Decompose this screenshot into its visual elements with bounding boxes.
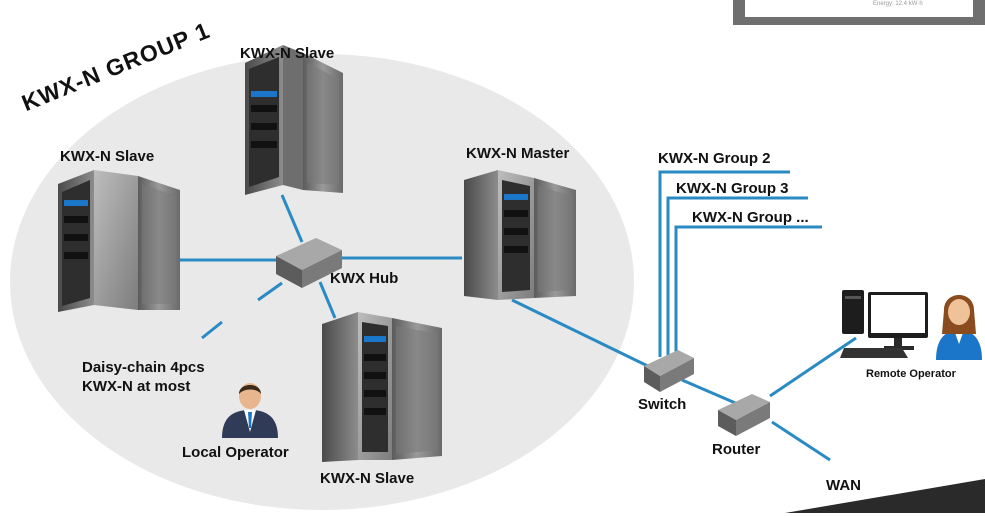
link-hub-bottom-slave xyxy=(318,281,337,319)
label-slave-left: KWX-N Slave xyxy=(60,148,155,165)
label-hub: KWX Hub xyxy=(330,270,399,287)
link-router-wan xyxy=(771,420,831,462)
link-top-slave-hub xyxy=(280,194,304,243)
label-wan: WAN xyxy=(826,477,861,494)
local-operator-icon xyxy=(222,383,278,438)
label-group-2: KWX-N Group 2 xyxy=(658,150,771,167)
label-slave-top: KWX-N Slave xyxy=(240,45,335,62)
server-rack-icon xyxy=(245,45,343,195)
label-switch: Switch xyxy=(638,396,687,413)
router-icon xyxy=(718,394,770,436)
link-group2 xyxy=(658,170,790,357)
link-router-remote xyxy=(769,336,857,398)
label-remote-operator: Remote Operator xyxy=(866,368,956,380)
corner-decoration xyxy=(785,479,985,513)
remote-computer-icon xyxy=(840,290,928,358)
daisy-chain-line-2: KWX-N at most xyxy=(82,378,191,395)
group-area xyxy=(10,54,634,510)
screen-thumbnail: Energy: 12.4 kW·h xyxy=(733,0,985,25)
link-group-more xyxy=(674,225,822,357)
remote-operator-icon xyxy=(936,295,982,360)
daisy-chain-line-1: Daisy-chain 4pcs xyxy=(82,359,205,376)
switch-icon xyxy=(644,350,694,392)
thumbnail-text: Energy: 12.4 kW·h xyxy=(745,0,973,17)
label-group-more: KWX-N Group ... xyxy=(692,209,809,226)
label-master: KWX-N Master xyxy=(466,145,570,162)
server-rack-icon xyxy=(322,312,442,462)
server-rack-icon xyxy=(464,170,576,300)
label-local-operator: Local Operator xyxy=(182,444,289,461)
links xyxy=(180,170,857,462)
link-hub-daisy xyxy=(257,281,283,302)
link-master-switch xyxy=(511,298,657,372)
label-group-3: KWX-N Group 3 xyxy=(676,180,789,197)
link-daisy-dash xyxy=(201,320,223,340)
link-switch-router xyxy=(681,378,741,407)
label-router: Router xyxy=(712,441,761,458)
link-group3 xyxy=(666,196,808,357)
server-rack-icon xyxy=(58,170,180,312)
hub-icon xyxy=(276,238,342,288)
label-slave-bottom: KWX-N Slave xyxy=(320,470,415,487)
